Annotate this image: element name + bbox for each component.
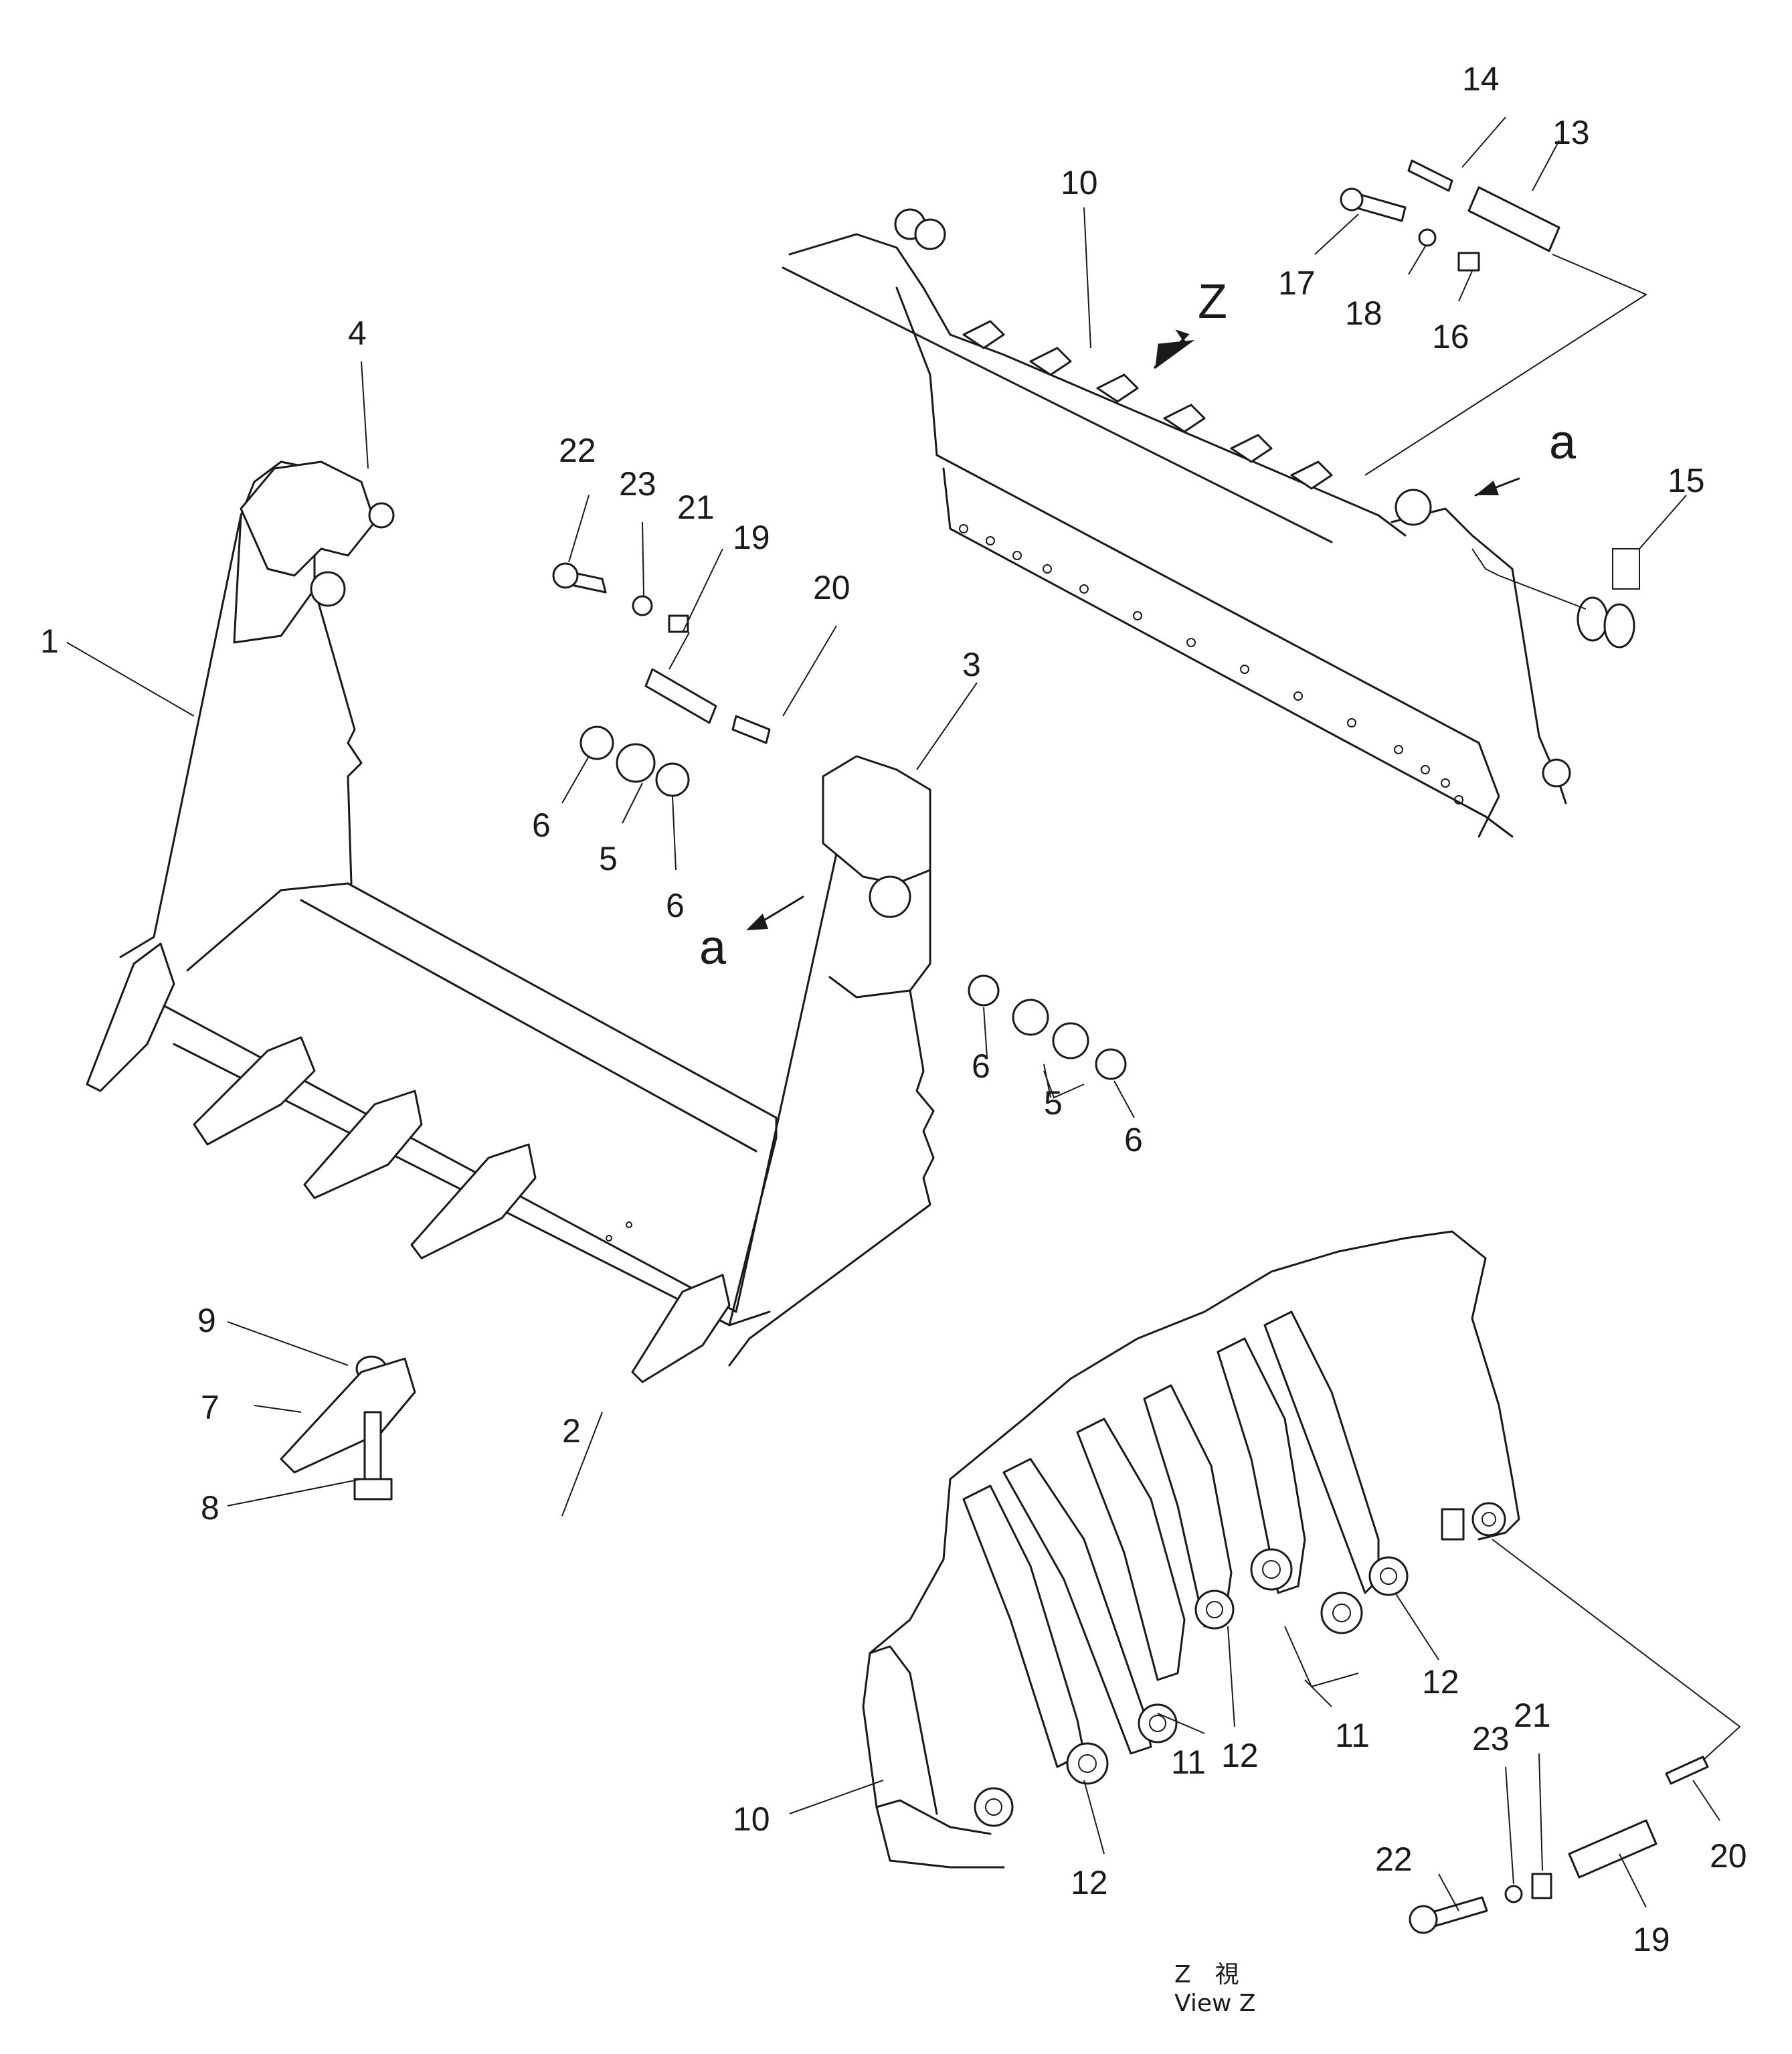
section-a-arrow-1-head bbox=[1475, 481, 1499, 495]
label-15: 15 bbox=[1668, 462, 1705, 499]
label-23b: 23 bbox=[1472, 1720, 1510, 1758]
label-22b: 22 bbox=[1375, 1841, 1413, 1878]
caption-japanese: Z 視 bbox=[1174, 1961, 1239, 1988]
bucket-edge-view bbox=[782, 159, 1648, 838]
label-6a: 6 bbox=[532, 806, 551, 844]
label-20b: 20 bbox=[1710, 1837, 1747, 1875]
view-z-marker: Z bbox=[1198, 275, 1227, 329]
label-13: 13 bbox=[1552, 114, 1590, 151]
label-21a: 21 bbox=[677, 489, 715, 526]
section-a-arrow-2-head bbox=[746, 914, 768, 930]
label-6c: 6 bbox=[972, 1047, 990, 1085]
label-4: 4 bbox=[348, 315, 367, 352]
label-12c: 12 bbox=[1422, 1663, 1459, 1701]
bucket-assembly bbox=[86, 460, 935, 1383]
label-7: 7 bbox=[201, 1389, 219, 1426]
view-z-detail bbox=[862, 1230, 1741, 1934]
label-10b: 10 bbox=[733, 1800, 770, 1838]
label-12b: 12 bbox=[1221, 1737, 1259, 1774]
pin-hardware-upper bbox=[280, 562, 1127, 1501]
section-a-marker-2: a bbox=[699, 921, 727, 974]
label-16: 16 bbox=[1432, 318, 1469, 355]
label-9: 9 bbox=[197, 1302, 216, 1339]
caption-view-z: View Z bbox=[1174, 1990, 1256, 2017]
label-8: 8 bbox=[201, 1489, 219, 1527]
label-20a: 20 bbox=[813, 569, 850, 606]
label-1: 1 bbox=[40, 622, 59, 660]
label-6b: 6 bbox=[666, 887, 685, 924]
label-23a: 23 bbox=[619, 465, 656, 503]
label-22a: 22 bbox=[559, 432, 596, 469]
label-12a: 12 bbox=[1071, 1864, 1108, 1901]
label-10a: 10 bbox=[1061, 164, 1098, 201]
label-19b: 19 bbox=[1633, 1921, 1670, 1958]
section-a-marker-1: a bbox=[1549, 416, 1577, 469]
label-5a: 5 bbox=[599, 840, 618, 877]
label-11a: 11 bbox=[1171, 1743, 1206, 1781]
label-14: 14 bbox=[1462, 60, 1500, 98]
view-z-arrow bbox=[1153, 329, 1195, 369]
label-21b: 21 bbox=[1514, 1697, 1551, 1734]
label-19a: 19 bbox=[733, 519, 770, 556]
leader-lines bbox=[66, 116, 1720, 1911]
edge-holes bbox=[959, 524, 1463, 804]
label-11b: 11 bbox=[1335, 1717, 1370, 1754]
label-3: 3 bbox=[962, 646, 981, 683]
label-5b: 5 bbox=[1044, 1084, 1063, 1122]
label-2: 2 bbox=[562, 1412, 581, 1450]
callout-labels: 1 2 3 4 5 5 6 6 6 6 7 8 9 10 10 11 11 12… bbox=[40, 60, 1747, 2017]
label-18: 18 bbox=[1345, 294, 1382, 332]
label-6d: 6 bbox=[1124, 1121, 1143, 1159]
label-17: 17 bbox=[1278, 264, 1316, 302]
